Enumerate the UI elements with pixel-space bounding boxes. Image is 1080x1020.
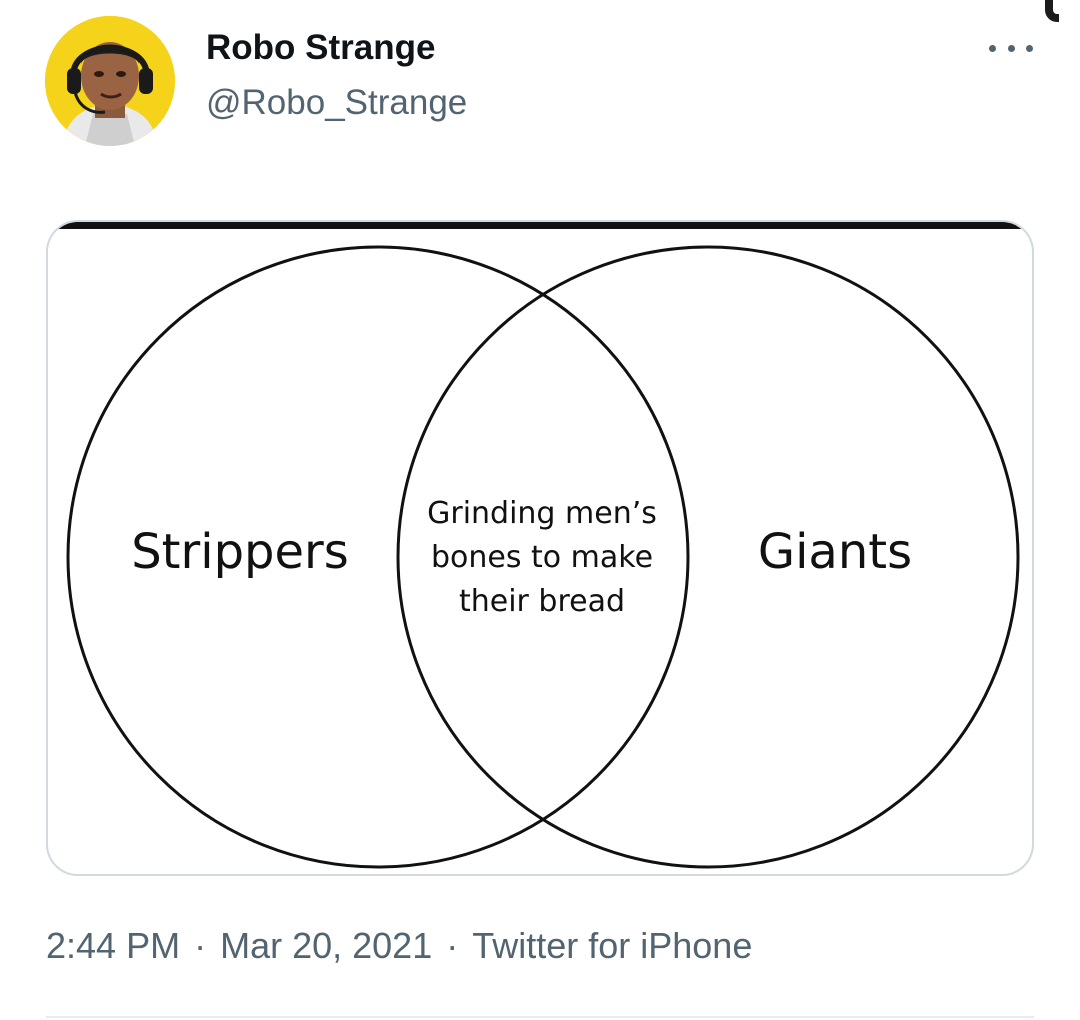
tweet-date[interactable]: Mar 20, 2021 <box>220 925 433 966</box>
more-horizontal-icon <box>989 44 996 52</box>
tweet-image[interactable]: Strippers Giants Grinding men’s bones to… <box>46 220 1034 876</box>
tweet-meta: 2:44 PM · Mar 20, 2021 · Twitter for iPhone <box>46 925 752 967</box>
venn-overlap-line: their bread <box>459 584 625 619</box>
tweet-time[interactable]: 2:44 PM <box>46 925 181 966</box>
divider <box>46 1016 1034 1018</box>
author-name[interactable]: Robo Strange <box>206 28 436 67</box>
corner-artifact <box>1045 0 1059 22</box>
venn-diagram: Strippers Giants Grinding men’s bones to… <box>66 245 1020 869</box>
more-options-button[interactable] <box>985 32 1037 64</box>
image-top-border <box>48 222 1032 229</box>
author-handle[interactable]: @Robo_Strange <box>206 83 468 122</box>
venn-right-circle <box>396 245 1020 869</box>
venn-right-label: Giants <box>758 524 912 580</box>
more-horizontal-icon-dot <box>1007 44 1015 52</box>
venn-left-label: Strippers <box>131 524 349 580</box>
avatar-illustration <box>45 16 175 146</box>
venn-overlap-line: Grinding men’s <box>427 496 657 531</box>
meta-separator: · <box>446 925 459 966</box>
avatar[interactable] <box>45 16 175 146</box>
venn-left-circle <box>66 245 690 869</box>
tweet-source-link[interactable]: Twitter for iPhone <box>472 925 753 966</box>
meta-separator: · <box>194 925 207 966</box>
more-horizontal-icon-dot <box>1026 44 1033 52</box>
venn-overlap-line: bones to make <box>431 540 653 575</box>
